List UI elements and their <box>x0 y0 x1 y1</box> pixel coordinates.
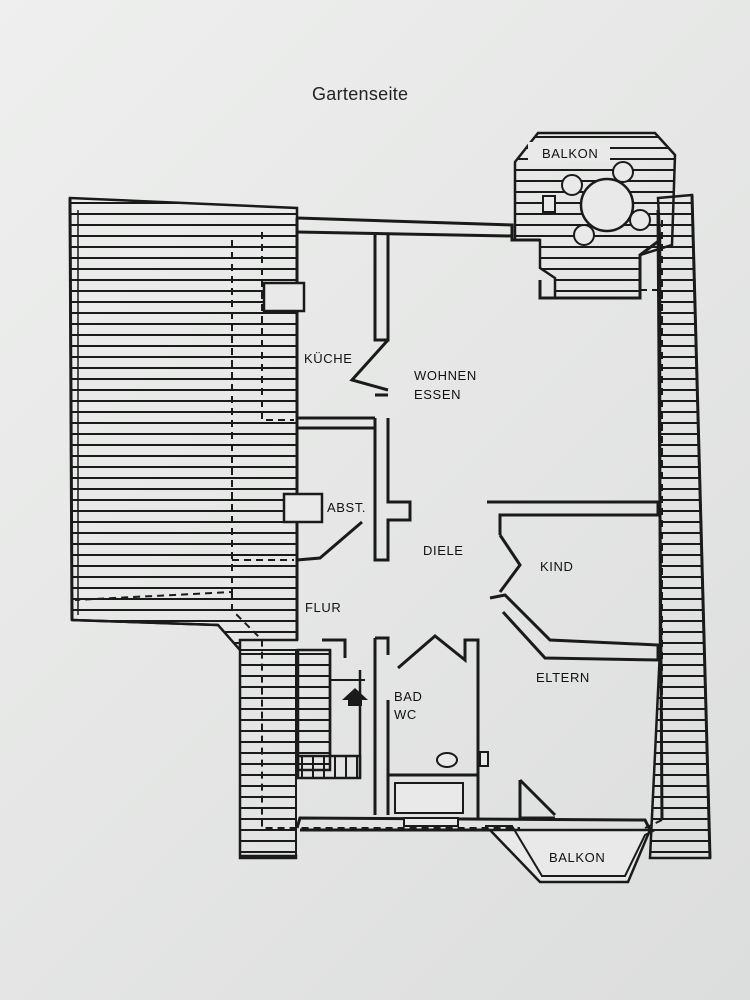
balcony-top <box>513 131 677 300</box>
balcony-bottom <box>485 825 656 884</box>
label-kueche: KÜCHE <box>304 351 353 366</box>
page-title: Gartenseite <box>312 84 409 104</box>
label-balkon-bottom: BALKON <box>549 850 605 865</box>
label-eltern: ELTERN <box>536 670 590 685</box>
label-balkon-top: BALKON <box>542 146 598 161</box>
label-flur: FLUR <box>305 600 341 615</box>
label-essen: ESSEN <box>414 387 461 402</box>
label-kind: KIND <box>540 559 573 574</box>
label-bad: BAD <box>394 689 423 704</box>
label-abst: ABST. <box>327 500 366 515</box>
label-diele: DIELE <box>423 543 464 558</box>
label-wohnen: WOHNEN <box>414 368 477 383</box>
staircase <box>296 648 368 780</box>
label-wc: WC <box>394 707 417 722</box>
interior-walls <box>262 235 660 827</box>
left-roof-area <box>68 196 299 860</box>
